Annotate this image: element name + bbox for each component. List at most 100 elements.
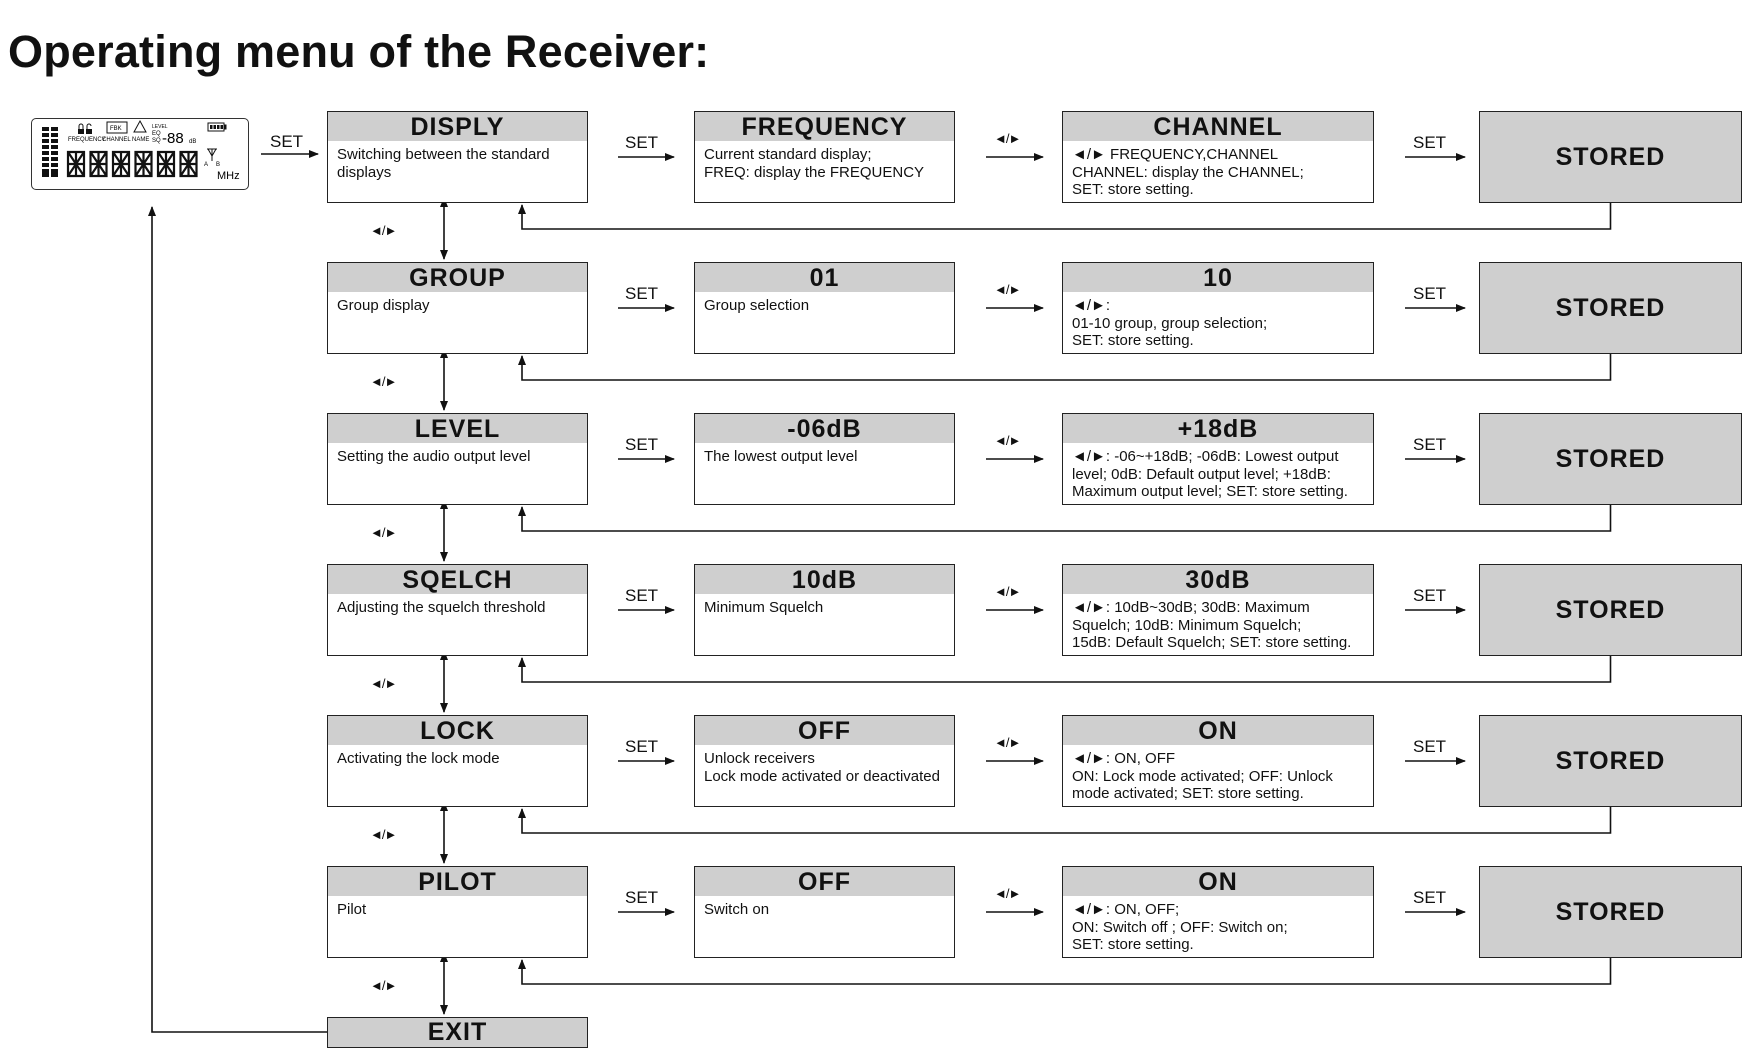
opt1-box: FREQUENCY Current standard display; FREQ:… <box>694 111 955 203</box>
return-arrow <box>518 958 1612 985</box>
nav-label: ◄/► <box>994 735 1021 750</box>
stored-box: STORED <box>1479 262 1742 354</box>
lcd-digit-segment <box>66 150 86 178</box>
set-label: SET <box>625 435 659 454</box>
opt1-title: -06dB <box>695 414 954 443</box>
opt2-title: ON <box>1063 867 1373 896</box>
lcd-digit-segment <box>156 150 176 178</box>
lcd-mhz-label: MHz <box>217 170 240 182</box>
nav-label: ◄/► <box>370 525 397 540</box>
menu-title: SQELCH <box>328 565 587 594</box>
opt2-title: 10 <box>1063 263 1373 292</box>
set-label: SET <box>1413 888 1447 907</box>
opt2-description: ◄/►: ON, OFF; ON: Switch off ; OFF: Swit… <box>1072 901 1288 953</box>
lcd-digit-segment <box>179 150 198 178</box>
set-label: SET <box>625 737 659 756</box>
opt2-title: ON <box>1063 716 1373 745</box>
stored-box: STORED <box>1479 564 1742 656</box>
menu-description: Activating the lock mode <box>337 750 500 767</box>
menu-title: LEVEL <box>328 414 587 443</box>
lcd-b-label: B <box>216 162 220 168</box>
set-label: SET <box>625 888 659 907</box>
return-arrow <box>518 807 1612 834</box>
stored-box: STORED <box>1479 413 1742 505</box>
opt1-title: FREQUENCY <box>695 112 954 141</box>
menu-description: Setting the audio output level <box>337 448 531 465</box>
lcd-db-label: dB <box>189 139 196 145</box>
nav-label: ◄/► <box>370 676 397 691</box>
opt1-box: -06dB The lowest output level <box>694 413 955 505</box>
lcd-display-icon: FREQUENCY CHANNEL NAME FBK LEVEL EQ SQ -… <box>31 118 249 190</box>
nav-label: ◄/► <box>994 886 1021 901</box>
menu-item-level[interactable]: LEVEL Setting the audio output level <box>327 413 588 505</box>
stored-box: STORED <box>1479 111 1742 203</box>
opt2-description: ◄/► FREQUENCY,CHANNEL CHANNEL: display t… <box>1072 146 1304 198</box>
menu-description: Pilot <box>337 901 367 918</box>
return-arrow <box>518 203 1612 230</box>
menu-item-pilot[interactable]: PILOT Pilot <box>327 866 588 958</box>
exit-return-arrow <box>148 206 327 1033</box>
lcd-fbk-label: FBK <box>110 126 122 132</box>
exit-button[interactable]: EXIT <box>327 1017 588 1048</box>
opt1-title: 01 <box>695 263 954 292</box>
set-label: SET <box>1413 737 1447 756</box>
opt2-description: ◄/►: ON, OFF ON: Lock mode activated; OF… <box>1072 750 1333 802</box>
return-arrow <box>518 354 1612 381</box>
opt1-title: 10dB <box>695 565 954 594</box>
nav-label: ◄/► <box>370 223 397 238</box>
lcd-frequency-label: FREQUENCY <box>68 137 106 143</box>
opt1-description: Switch on <box>704 901 770 918</box>
opt2-box: CHANNEL◄/► FREQUENCY,CHANNEL CHANNEL: di… <box>1062 111 1374 203</box>
stored-box: STORED <box>1479 866 1742 958</box>
opt1-description: Unlock receivers Lock mode activated or … <box>704 750 940 785</box>
opt1-description: Current standard display; FREQ: display … <box>704 146 925 181</box>
opt2-title: 30dB <box>1063 565 1373 594</box>
menu-description: Adjusting the squelch threshold <box>337 599 546 616</box>
lcd-digit-segment <box>111 150 131 178</box>
opt1-description: Minimum Squelch <box>704 599 824 616</box>
lcd-eq-label: EQ <box>152 131 161 137</box>
return-arrow <box>518 505 1612 532</box>
opt2-box: ON ◄/►: ON, OFF; ON: Switch off ; OFF: Sw… <box>1062 866 1374 958</box>
set-label: SET <box>625 133 659 152</box>
nav-label: ◄/► <box>994 433 1021 448</box>
opt1-description: Group selection <box>704 297 810 314</box>
menu-item-disply[interactable]: DISPLY Switching between the standard dis… <box>327 111 588 203</box>
stored-box: STORED <box>1479 715 1742 807</box>
menu-title: DISPLY <box>328 112 587 141</box>
lcd-a-label: A <box>204 162 208 168</box>
page-title: Operating menu of the Receiver: <box>8 26 710 77</box>
nav-label: ◄/► <box>370 374 397 389</box>
menu-item-lock[interactable]: LOCK Activating the lock mode <box>327 715 588 807</box>
set-label: SET <box>1413 435 1447 454</box>
nav-label: ◄/► <box>994 131 1021 146</box>
opt2-title: +18dB <box>1063 414 1373 443</box>
set-label: SET <box>1413 586 1447 605</box>
menu-title: PILOT <box>328 867 587 896</box>
lcd-name-label: NAME <box>132 137 149 143</box>
opt1-box: 10dB Minimum Squelch <box>694 564 955 656</box>
nav-label: ◄/► <box>370 827 397 842</box>
nav-label: ◄/► <box>994 584 1021 599</box>
lcd-graphic: FREQUENCY CHANNEL NAME FBK LEVEL EQ SQ -… <box>42 119 240 182</box>
opt2-description: ◄/►: 10dB~30dB; 30dB: Maximum Squelch; 1… <box>1072 599 1352 651</box>
opt2-description: ◄/►: -06~+18dB; -06dB: Lowest output lev… <box>1072 448 1348 500</box>
set-label: SET <box>1413 284 1447 303</box>
lcd-digit-segment <box>89 150 108 178</box>
menu-title: GROUP <box>328 263 587 292</box>
lcd-digit-segment <box>134 150 153 178</box>
nav-label: ◄/► <box>370 978 397 993</box>
lcd-sq-label: SQ <box>152 138 161 144</box>
set-label: SET <box>625 284 659 303</box>
opt2-box: 30dB ◄/►: 10dB~30dB; 30dB: Maximum Squelc… <box>1062 564 1374 656</box>
opt1-description: The lowest output level <box>704 448 858 465</box>
menu-description: Switching between the standard displays <box>337 146 550 181</box>
lcd-channel-label: CHANNEL <box>102 137 131 143</box>
menu-item-sqelch[interactable]: SQELCH Adjusting the squelch threshold <box>327 564 588 656</box>
menu-title: LOCK <box>328 716 587 745</box>
